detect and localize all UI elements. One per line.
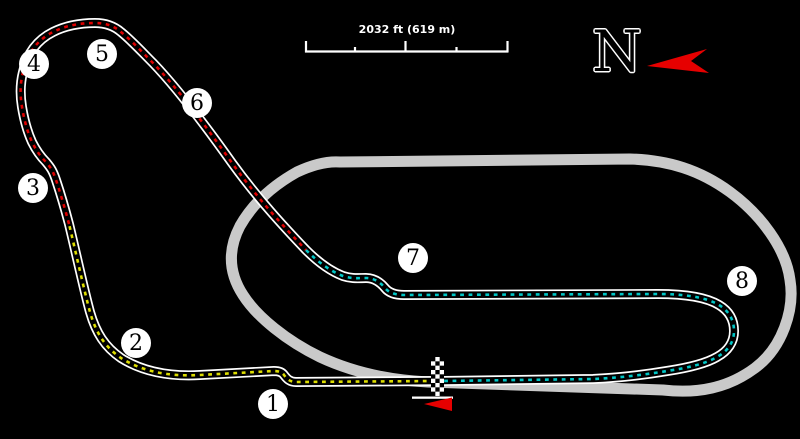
corner-marker-1: 1 [258, 389, 288, 419]
corner-marker-8: 8 [727, 266, 757, 296]
north-arrow-icon [647, 49, 709, 73]
scale-bar-ruler [304, 41, 509, 53]
start-finish-white-strip [412, 396, 453, 399]
corner-marker-3: 3 [18, 173, 48, 203]
scale-bar-label: 2032 ft (619 m) [358, 23, 456, 36]
sector-dashes-yellow [67, 223, 436, 384]
sector-dashes-cyan [305, 249, 736, 383]
start-finish-checkered-line-icon [431, 357, 444, 396]
corner-marker-4: 4 [19, 49, 49, 79]
corner-marker-2: 2 [121, 328, 151, 358]
corner-marker-7: 7 [398, 243, 428, 273]
compass-north-label: N [592, 19, 642, 85]
corner-marker-5: 5 [87, 39, 117, 69]
race-direction-arrow-icon [424, 397, 452, 411]
corner-marker-6: 6 [182, 88, 212, 118]
